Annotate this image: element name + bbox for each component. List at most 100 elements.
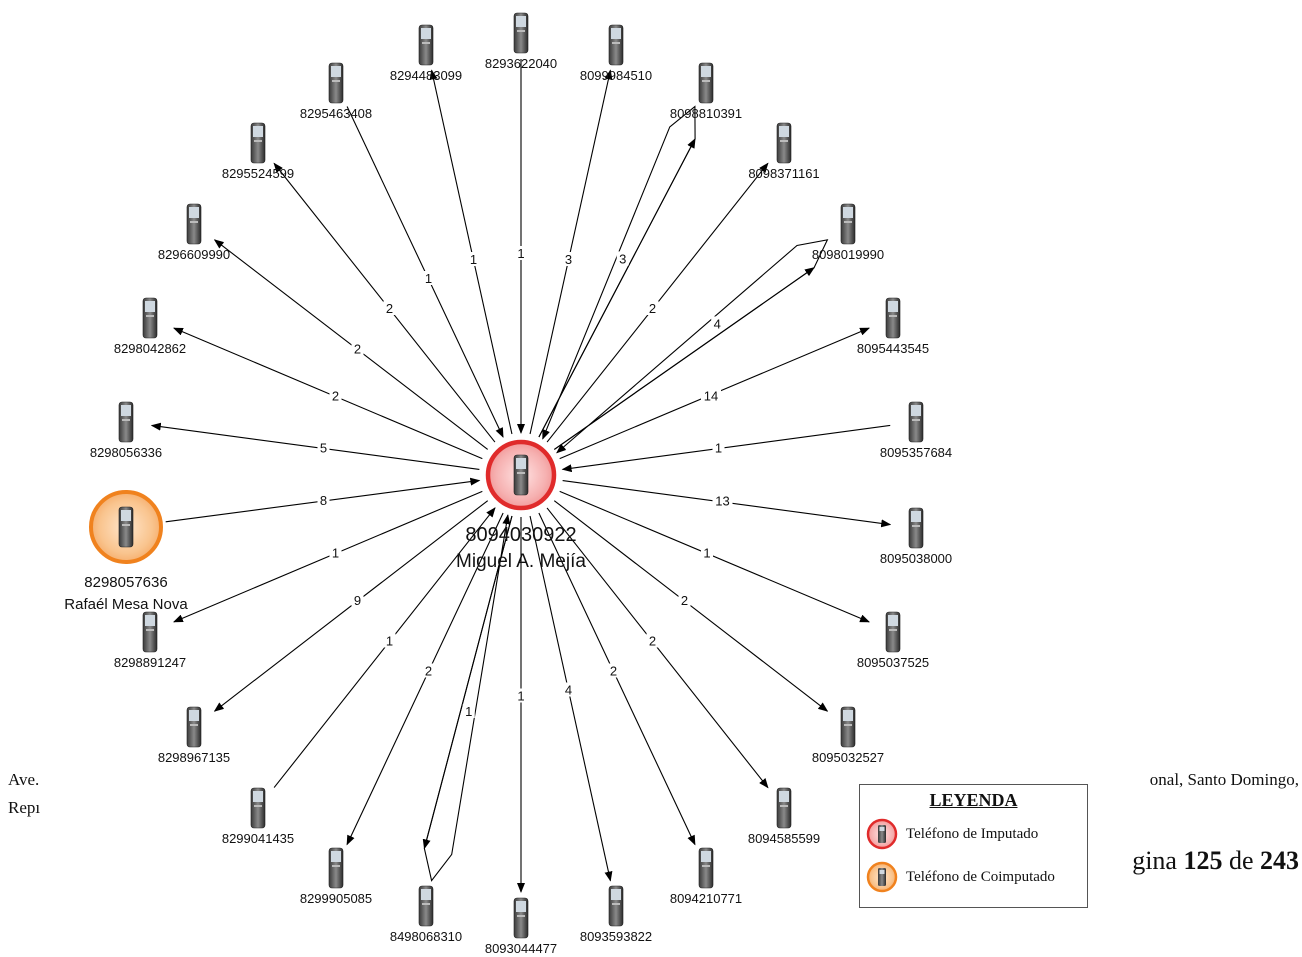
phone-number-label: 8298042862 xyxy=(114,341,186,356)
mobile-phone-icon xyxy=(118,506,134,548)
edge-count-label: 9 xyxy=(354,593,361,608)
phone-number-label: 8098810391 xyxy=(670,106,742,121)
phone-keys xyxy=(889,315,897,317)
edge-count-bg xyxy=(712,440,725,455)
mobile-phone-icon xyxy=(250,787,266,829)
mobile-phone-icon xyxy=(142,611,158,653)
phone-keys xyxy=(254,805,262,807)
edge-line xyxy=(538,105,696,440)
phone-node-8298042862: 8298042862 xyxy=(114,297,186,356)
phone-keys xyxy=(780,805,788,807)
phone-screen xyxy=(911,511,921,522)
mobile-phone-icon xyxy=(908,401,924,443)
mobile-phone-icon xyxy=(250,122,266,164)
phone-number-label: 8095032527 xyxy=(812,750,884,765)
phone-keys xyxy=(702,865,710,867)
edge-8298042862: 2 xyxy=(173,327,483,460)
edge-count-bg xyxy=(562,682,575,697)
legend-box: LEYENDA Teléfono de Imputado Teléfono de… xyxy=(859,784,1088,908)
edge-count-label: 4 xyxy=(714,316,721,331)
edge-count-bg xyxy=(515,688,527,703)
phone-node-8094210771: 8094210771 xyxy=(670,847,742,906)
edge-count-bg xyxy=(422,663,435,678)
phone-keys xyxy=(912,525,920,527)
phone-screen xyxy=(253,126,263,137)
phone-number-label: 8095038000 xyxy=(880,551,952,566)
phone-number-label: 8293622040 xyxy=(485,56,557,71)
edge-count-label: 1 xyxy=(715,441,722,456)
edge-count-label: 2 xyxy=(386,301,393,316)
edge-count-label: 2 xyxy=(649,301,656,316)
edge-8098019990: 4 xyxy=(554,239,829,454)
phone-number-label: 8095357684 xyxy=(880,445,952,460)
phone-node-8093593822: 8093593822 xyxy=(580,885,652,944)
phone-node-8095443545: 8095443545 xyxy=(857,297,929,356)
phone-node-8094585599: 8094585599 xyxy=(748,787,820,846)
edge-8295524599: 2 xyxy=(273,162,496,443)
edge-count-bg xyxy=(607,663,620,678)
edge-line xyxy=(346,512,504,846)
edge-count-bg xyxy=(678,593,691,607)
mobile-phone-icon xyxy=(608,885,624,927)
legend-title: LEYENDA xyxy=(929,790,1018,810)
phone-keys xyxy=(332,80,340,82)
mobile-phone-icon xyxy=(142,297,158,339)
edge-count-label: 2 xyxy=(681,593,688,608)
edge-8294483099: 1 xyxy=(429,69,513,435)
edge-line-forward xyxy=(422,515,513,850)
edge-count-label: 1 xyxy=(470,252,477,267)
phone-node-8298967135: 8298967135 xyxy=(158,706,230,765)
accused-phone-icon xyxy=(866,818,898,850)
edge-line xyxy=(150,422,480,470)
edge-line xyxy=(538,512,696,846)
legend-coaccused-label: Teléfono de Coimputado xyxy=(906,868,1055,885)
mobile-phone-icon xyxy=(418,24,434,66)
phone-number-label: 8298056336 xyxy=(90,445,162,460)
mobile-phone-icon xyxy=(118,401,134,443)
edge-count-bg xyxy=(646,301,659,315)
edge-8298891247: 1 xyxy=(173,490,483,623)
phone-screen xyxy=(911,405,921,416)
coaccused-phone-icon xyxy=(866,861,898,893)
page-number: gina 125 de 243 xyxy=(1132,846,1299,876)
edge-count-label: 1 xyxy=(517,689,524,704)
phone-keys xyxy=(422,42,430,44)
phone-screen xyxy=(331,851,341,862)
page-separator: de xyxy=(1222,846,1260,875)
phone-screen xyxy=(145,615,155,626)
phone-node-8095032527: 8095032527 xyxy=(812,706,884,765)
phone-node-8295524599: 8295524599 xyxy=(222,122,294,181)
edge-count-label: 1 xyxy=(703,546,710,561)
phone-screen xyxy=(121,405,131,416)
mobile-phone-icon xyxy=(776,122,792,164)
phone-keys xyxy=(702,80,710,82)
phone-keys xyxy=(889,629,897,631)
phone-keys xyxy=(517,30,525,32)
edge-count-label: 1 xyxy=(386,634,393,649)
phone-screen xyxy=(253,791,263,802)
edge-8298057636: 8 xyxy=(165,477,481,523)
edge-line xyxy=(546,507,769,789)
phone-number-label: 8296609990 xyxy=(158,247,230,262)
phone-number-label: 8093044477 xyxy=(485,941,557,956)
edge-count-label: 2 xyxy=(649,634,656,649)
phone-screen xyxy=(779,126,789,137)
phone-screen xyxy=(516,458,526,469)
phone-number-label: 8095037525 xyxy=(857,655,929,670)
phone-screen xyxy=(843,207,853,218)
coaccused-phone-label: 8298057636 xyxy=(84,574,167,591)
phone-number-label: 8295463408 xyxy=(300,106,372,121)
edge-8298967135: 9 xyxy=(213,500,489,712)
edge-count-bg xyxy=(351,593,364,607)
phone-keys xyxy=(146,315,154,317)
edge-count-label: 1 xyxy=(517,246,524,261)
phone-keys xyxy=(844,221,852,223)
phone-keys xyxy=(190,724,198,726)
page-prefix: gina xyxy=(1132,846,1184,875)
phone-keys xyxy=(780,140,788,142)
phone-node-8098810391: 8098810391 xyxy=(670,62,742,121)
edge-count-label: 1 xyxy=(465,704,472,719)
edge-8498068310: 1 xyxy=(422,514,513,882)
phone-keys xyxy=(122,524,130,526)
